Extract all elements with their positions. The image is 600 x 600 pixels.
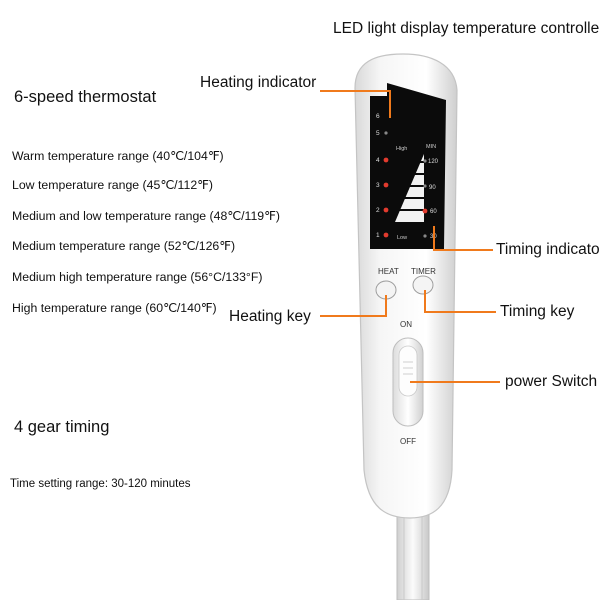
timer-minutes-120: 120: [428, 159, 439, 165]
min-label: MIN: [426, 144, 436, 150]
temperature-range-1: Warm temperature range (40℃/104℉): [12, 149, 224, 163]
heat-level-staircase: [395, 154, 424, 222]
led-display: [370, 83, 446, 249]
heat-button-label: HEAT: [378, 267, 399, 276]
leader-timing-key: [424, 311, 496, 313]
temperature-range-2: Low temperature range (45℃/112℉): [12, 178, 213, 192]
temperature-controller: 6 5 4 3 2 1 High Low MIN 120 90 60 30 HE…: [354, 53, 458, 600]
level-number-2: 2: [376, 207, 380, 214]
temperature-range-5: Medium high temperature range (56°C/133°…: [12, 270, 263, 284]
timer-led-120: [423, 159, 427, 163]
timer-button-label: TIMER: [411, 267, 436, 276]
leader-timing-indicator-drop: [433, 226, 435, 250]
switch-off-label: OFF: [400, 437, 416, 446]
leader-heating-key: [320, 315, 386, 317]
leader-timing-key-drop: [424, 290, 426, 312]
temperature-range-4: Medium temperature range (52℃/126℉): [12, 239, 236, 253]
thermostat-heading: 6-speed thermostat: [14, 88, 157, 106]
time-range-note: Time setting range: 30-120 minutes: [10, 478, 191, 490]
callout-heating-indicator: Heating indicator: [200, 74, 317, 91]
level-number-4: 4: [376, 157, 380, 164]
heat-led-2: [383, 207, 389, 213]
timing-heading: 4 gear timing: [14, 418, 110, 436]
heat-led-3: [383, 182, 389, 188]
level-number-6: 6: [376, 113, 380, 120]
leader-heating-indicator: [320, 90, 390, 92]
timer-led-60: [422, 208, 428, 214]
power-switch-slider[interactable]: [398, 345, 418, 397]
level-number-1: 1: [376, 232, 380, 239]
high-label: High: [396, 146, 407, 152]
page-title: LED light display temperature controller: [333, 20, 600, 37]
heat-led-1: [383, 232, 389, 238]
timer-led-30: [423, 234, 427, 238]
timer-button[interactable]: [412, 275, 434, 295]
level-number-5: 5: [376, 130, 380, 137]
timer-minutes-90: 90: [429, 185, 436, 191]
temperature-range-3: Medium and low temperature range (48℃/11…: [12, 209, 280, 223]
level-number-3: 3: [376, 182, 380, 189]
leader-timing-indicator: [433, 249, 493, 251]
heat-led-4: [383, 157, 389, 163]
timer-led-90: [423, 184, 427, 188]
leader-power-switch: [410, 381, 500, 383]
timer-minutes-60: 60: [430, 209, 437, 215]
callout-heating-key: Heating key: [229, 308, 311, 325]
heat-led-5: [384, 131, 388, 135]
low-label: Low: [397, 235, 407, 241]
callout-timing-key: Timing key: [500, 303, 575, 320]
callout-timing-indicator: Timing indicator: [496, 241, 600, 258]
switch-on-label: ON: [400, 320, 412, 329]
leader-heating-key-rise: [385, 295, 387, 317]
callout-power-switch: power Switch: [505, 373, 598, 390]
leader-heating-indicator-drop: [389, 90, 391, 118]
temperature-range-6: High temperature range (60℃/140℉): [12, 301, 217, 315]
